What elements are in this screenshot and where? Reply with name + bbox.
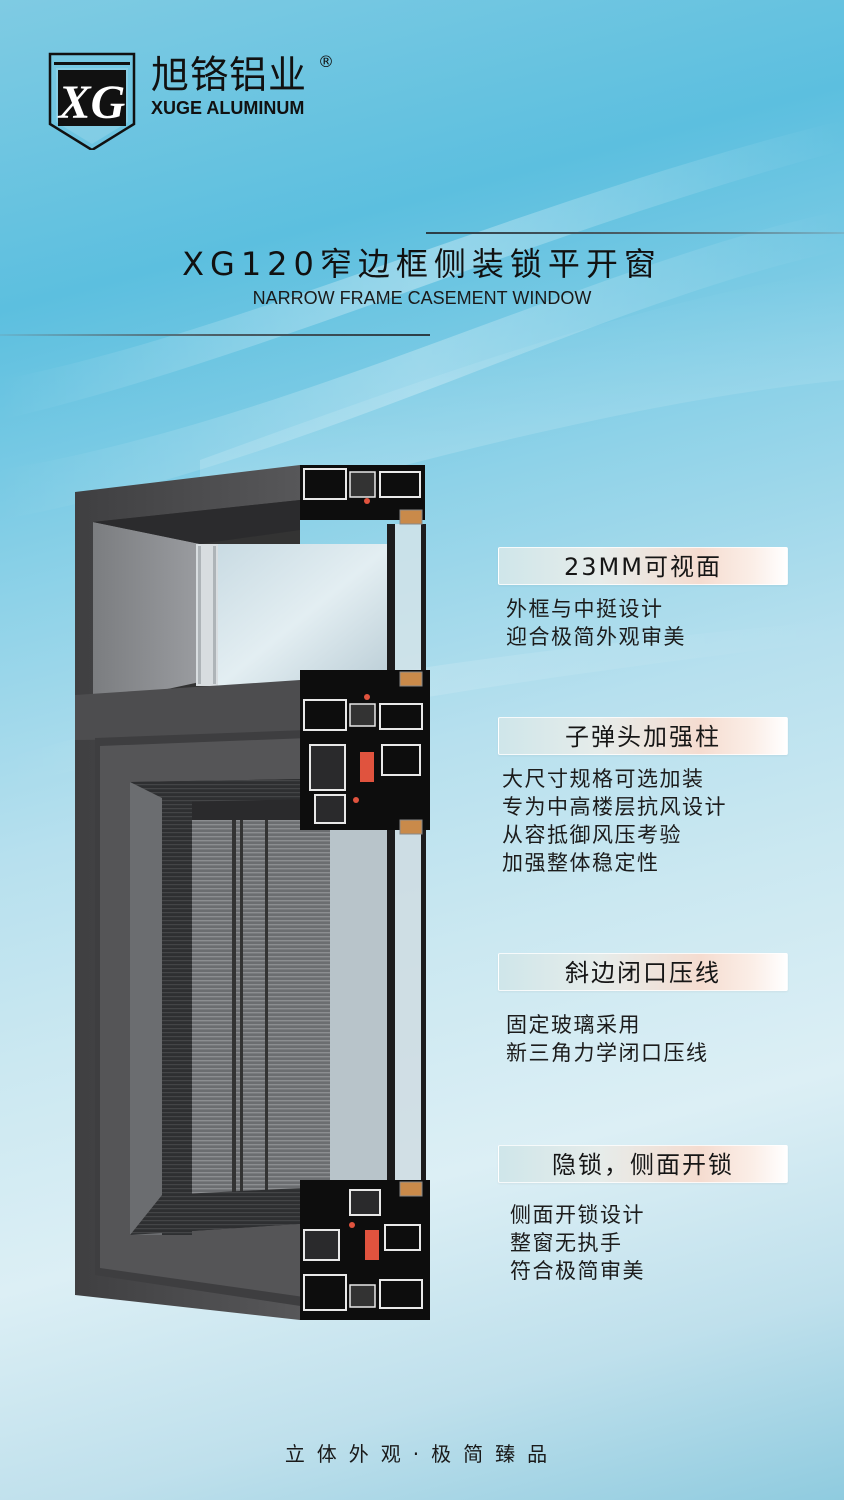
title-divider-bottom xyxy=(0,334,430,336)
brand-name-en: XUGE ALUMINUM xyxy=(151,98,305,118)
feature-line: 外框与中挺设计 xyxy=(506,597,664,621)
feature-line: 大尺寸规格可选加装 xyxy=(502,767,705,791)
feature-bevel-glazing-bead: 斜边闭口压线 固定玻璃采用 新三角力学闭口压线 xyxy=(498,953,788,1067)
svg-text:XG: XG xyxy=(57,76,126,129)
feature-line: 整窗无执手 xyxy=(510,1231,623,1255)
page-title: XG120窄边框侧装锁平开窗 xyxy=(182,245,662,283)
feature-visible-surface: 23MM可视面 外框与中挺设计 迎合极简外观审美 xyxy=(498,547,788,651)
brand-logo: XG 旭铬铝业 ® XUGE ALUMINUM xyxy=(48,52,348,152)
feature-tag: 子弹头加强柱 xyxy=(498,717,788,755)
feature-line: 侧面开锁设计 xyxy=(510,1203,645,1227)
feature-description: 固定玻璃采用 新三角力学闭口压线 xyxy=(498,1011,788,1067)
feature-description: 外框与中挺设计 迎合极简外观审美 xyxy=(498,595,788,651)
feature-tag: 23MM可视面 xyxy=(498,547,788,585)
profile-section-middle xyxy=(300,670,430,835)
slogan: 立体外观·极简臻品 xyxy=(284,1442,560,1466)
feature-description: 侧面开锁设计 整窗无执手 符合极简审美 xyxy=(498,1201,788,1285)
feature-hidden-lock: 隐锁，侧面开锁 侧面开锁设计 整窗无执手 符合极简审美 xyxy=(498,1145,788,1285)
feature-description: 大尺寸规格可选加装 专为中高楼层抗风设计 从容抵御风压考验 加强整体稳定性 xyxy=(498,765,788,877)
feature-tag: 斜边闭口压线 xyxy=(498,953,788,991)
profile-section-top xyxy=(300,465,425,525)
feature-line: 专为中高楼层抗风设计 xyxy=(502,795,727,819)
profile-section-bottom xyxy=(300,1180,430,1320)
feature-line: 固定玻璃采用 xyxy=(506,1013,641,1037)
shield-badge-icon: XG xyxy=(48,52,136,150)
feature-line: 新三角力学闭口压线 xyxy=(506,1041,709,1065)
registered-mark: ® xyxy=(318,52,334,71)
feature-line: 从容抵御风压考验 xyxy=(502,823,682,847)
feature-tag: 隐锁，侧面开锁 xyxy=(498,1145,788,1183)
title-divider-top xyxy=(426,232,844,234)
window-product-image xyxy=(75,465,430,1320)
feature-line: 迎合极简外观审美 xyxy=(506,625,686,649)
feature-line: 加强整体稳定性 xyxy=(502,851,660,875)
feature-bullet-column: 子弹头加强柱 大尺寸规格可选加装 专为中高楼层抗风设计 从容抵御风压考验 加强整… xyxy=(498,717,788,877)
brand-name-cn: 旭铬铝业 xyxy=(151,53,308,97)
page-subtitle: NARROW FRAME CASEMENT WINDOW xyxy=(252,288,592,308)
feature-line: 符合极简审美 xyxy=(510,1259,645,1283)
